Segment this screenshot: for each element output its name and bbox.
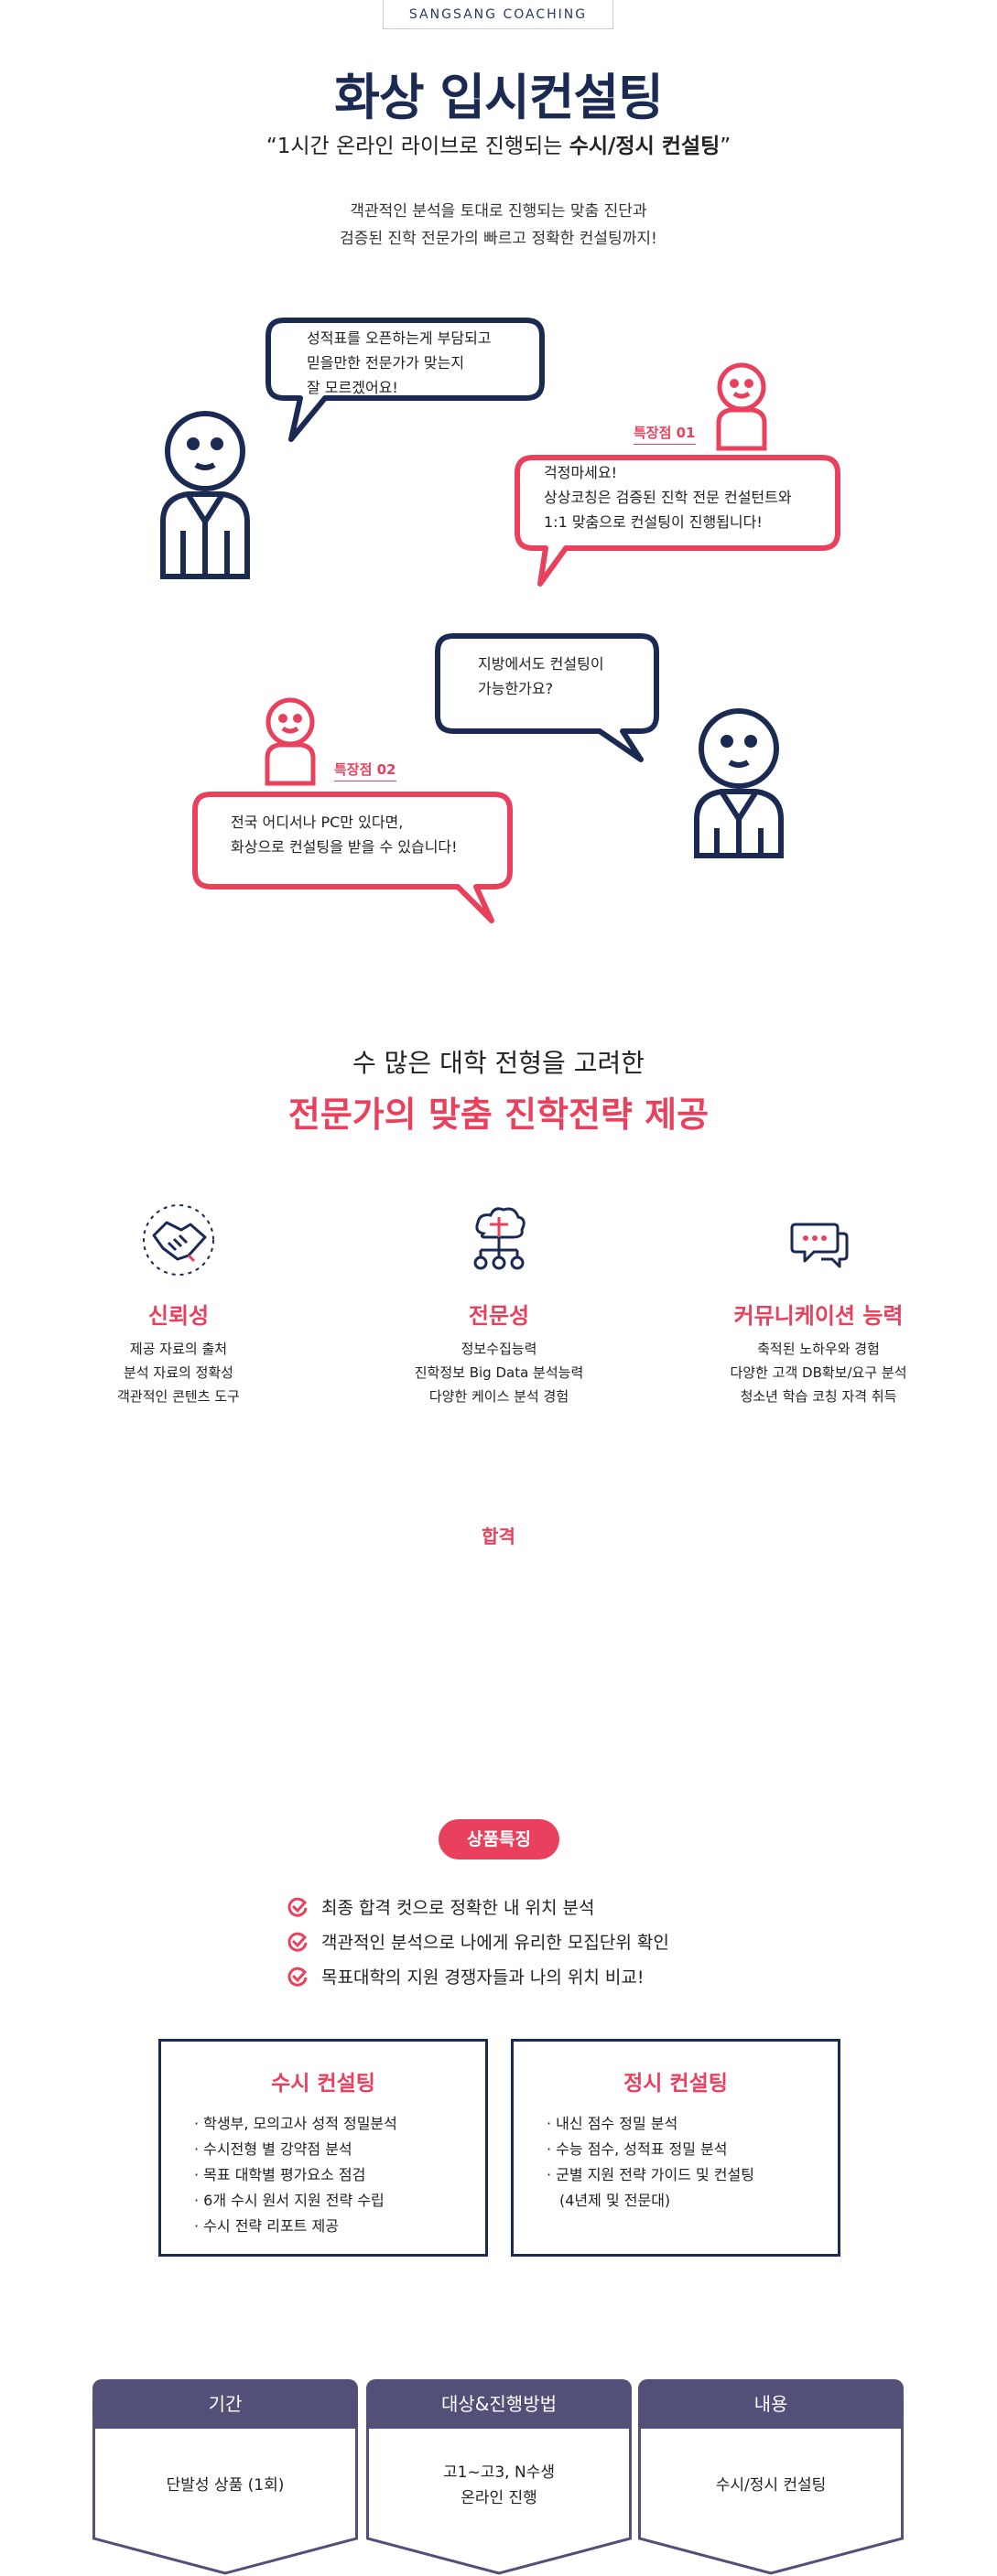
box-item: 수시전형 별 강약점 분석: [194, 2137, 452, 2162]
info-card-body: 고1~고3, N수생 온라인 진행: [366, 2460, 632, 2511]
box-list: 학생부, 모의고사 성적 정밀분석 수시전형 별 강약점 분석 목표 대학별 평…: [194, 2111, 452, 2239]
bubble-line: 걱정마세요!: [544, 464, 618, 481]
bubble-line: 화상으로 컨설팅을 받을 수 있습니다!: [231, 838, 458, 856]
bubble-line: 성적표를 오픈하는게 부담되고: [307, 329, 492, 347]
person-navy-icon-2: [694, 708, 784, 858]
speech-bubble-q2: [435, 633, 659, 762]
section-subtitle: 수 많은 대학 전형을 고려한: [352, 1048, 645, 1078]
intro-text: 객관적인 분석을 토대로 진행되는 맞춤 진단과 검증된 진학 전문가의 빠르고…: [0, 198, 997, 253]
feature-line: 정보수집능력: [461, 1341, 537, 1357]
feature-line: 객관적인 콘텐츠 도구: [117, 1388, 240, 1405]
person-navy-icon-1: [160, 411, 250, 579]
feature-name: 신뢰성: [147, 1303, 210, 1329]
person-red-icon-1: [716, 362, 767, 451]
check-circle-icon: [287, 1967, 308, 1987]
feature-line: 청소년 학습 코칭 자격 취득: [740, 1388, 897, 1405]
handshake-icon: [143, 1204, 214, 1276]
check-item: 최종 합격 컷으로 정확한 내 위치 분석: [287, 1894, 594, 1919]
pass-label: 합격: [482, 1525, 515, 1547]
info-card-period: 기간 단발성 상품 (1회): [92, 2379, 358, 2575]
box-item: 수능 점수, 성적표 정밀 분석: [547, 2137, 805, 2162]
section-title: 전문가의 맞춤 진학전략 제공: [287, 1094, 710, 1135]
box-title: 정시 컨설팅: [623, 2072, 728, 2096]
jeongsi-consulting-box: 정시 컨설팅 내신 점수 정밀 분석 수능 점수, 성적표 정밀 분석 군별 지…: [511, 2039, 840, 2257]
feature-desc: 제공 자료의 출처 분석 자료의 정확성 객관적인 콘텐츠 도구: [50, 1337, 307, 1408]
subtitle-quote: ”: [720, 135, 731, 158]
feature-communication: 커뮤니케이션 능력 축적된 노하우와 경험 다양한 고객 DB확보/요구 분석 …: [690, 1199, 947, 1408]
bubble-line: 믿을만한 전문가가 맞는지: [307, 354, 465, 372]
check-text: 목표대학의 지원 경쟁자들과 나의 위치 비교!: [321, 1967, 645, 1988]
bubble-q1-text: 성적표를 오픈하는게 부담되고 믿을만한 전문가가 맞는지 잘 모르겠어요!: [307, 326, 492, 400]
info-line: 단발성 상품 (1회): [166, 2476, 285, 2495]
bubble-line: 지방에서도 컨설팅이: [478, 655, 604, 673]
info-card-shape: [366, 2429, 632, 2575]
info-card-content: 내용 수시/정시 컨설팅: [638, 2379, 904, 2575]
info-card-shape: [638, 2429, 904, 2575]
box-item: 수시 전략 리포트 제공: [194, 2214, 452, 2239]
person-red-icon-2: [265, 697, 316, 786]
check-text: 객관적인 분석으로 나에게 유리한 모집단위 확인: [321, 1933, 669, 1953]
feature-label-02: 특장점 02: [334, 760, 396, 781]
subtitle-text: “1시간 온라인 라이브로 진행되는: [266, 135, 569, 158]
intro-line: 객관적인 분석을 토대로 진행되는 맞춤 진단과: [350, 202, 647, 221]
feature-line: 진학정보 Big Data 분석능력: [414, 1364, 584, 1381]
chat-icon: [790, 1223, 849, 1268]
bubble-line: 잘 모르겠어요!: [307, 379, 398, 396]
check-circle-icon: [287, 1932, 308, 1952]
bubble-line: 1:1 맞춤으로 컨설팅이 진행됩니다!: [544, 513, 763, 531]
box-list: 내신 점수 정밀 분석 수능 점수, 성적표 정밀 분석 군별 지원 전략 가이…: [547, 2111, 805, 2214]
feature-line: 다양한 고객 DB확보/요구 분석: [730, 1364, 907, 1381]
subtitle-bold: 수시/정시 컨설팅: [569, 135, 721, 158]
brand-tag: SANGSANG COACHING: [383, 0, 613, 29]
box-item: 목표 대학별 평가요소 점검: [194, 2162, 452, 2188]
check-circle-icon: [287, 1897, 308, 1917]
info-line: 온라인 진행: [461, 2489, 537, 2507]
dialog-illustration: [160, 318, 840, 923]
box-title: 수시 컨설팅: [271, 2072, 375, 2096]
bubble-a2-text: 전국 어디서나 PC만 있다면, 화상으로 컨설팅을 받을 수 있습니다!: [231, 810, 458, 859]
intro-line: 검증된 진학 전문가의 빠르고 정확한 컨설팅까지!: [340, 230, 657, 248]
info-card-body: 수시/정시 컨설팅: [638, 2473, 904, 2498]
page-title: 화상 입시컨설팅: [334, 69, 664, 126]
bubble-line: 상상코칭은 검증된 진학 전문 컨설턴트와: [544, 489, 792, 506]
feature-expertise: 전문성 정보수집능력 진학정보 Big Data 분석능력 다양한 케이스 분석…: [371, 1199, 627, 1408]
feature-label-01: 특장점 01: [634, 423, 696, 445]
box-item: 학생부, 모의고사 성적 정밀분석: [194, 2111, 452, 2137]
check-text: 최종 합격 컷으로 정확한 내 위치 분석: [321, 1898, 595, 1918]
feature-line: 분석 자료의 정확성: [124, 1364, 233, 1381]
susi-consulting-box: 수시 컨설팅 학생부, 모의고사 성적 정밀분석 수시전형 별 강약점 분석 목…: [158, 2039, 488, 2257]
bubble-a1-text: 걱정마세요! 상상코칭은 검증된 진학 전문 컨설턴트와 1:1 맞춤으로 컨설…: [544, 460, 792, 534]
feature-name: 전문성: [468, 1303, 530, 1329]
info-card-header: 대상&진행방법: [366, 2379, 632, 2429]
box-item-note: (4년제 및 전문대): [559, 2192, 671, 2209]
feature-desc: 정보수집능력 진학정보 Big Data 분석능력 다양한 케이스 분석 경험: [371, 1337, 627, 1408]
bubble-line: 전국 어디서나 PC만 있다면,: [231, 814, 404, 831]
info-card-header: 기간: [92, 2379, 358, 2429]
feature-line: 다양한 케이스 분석 경험: [428, 1388, 569, 1405]
bubble-line: 가능한가요?: [478, 680, 554, 697]
speech-bubble-q1: [266, 318, 545, 442]
product-features-pill: 상품특징: [439, 1819, 559, 1859]
feature-line: 제공 자료의 출처: [129, 1341, 228, 1357]
feature-line: 축적된 노하우와 경험: [757, 1341, 880, 1357]
feature-name: 커뮤니케이션 능력: [733, 1303, 904, 1329]
brain-network-icon: [473, 1207, 526, 1270]
info-card-header: 내용: [638, 2379, 904, 2429]
speech-bubble-a2: [192, 792, 513, 923]
bubble-q2-text: 지방에서도 컨설팅이 가능한가요?: [478, 652, 604, 701]
box-item: 6개 수시 원서 지원 전략 수립: [194, 2188, 452, 2214]
check-item: 목표대학의 지원 경쟁자들과 나의 위치 비교!: [287, 1964, 644, 1989]
page-subtitle: “1시간 온라인 라이브로 진행되는 수시/정시 컨설팅”: [0, 128, 997, 159]
info-line: 수시/정시 컨설팅: [715, 2476, 827, 2495]
speech-bubble-a1: [515, 455, 840, 587]
info-line: 고1~고3, N수생: [443, 2463, 555, 2482]
box-item: 군별 지원 전략 가이드 및 컨설팅: [547, 2162, 805, 2188]
info-card-body: 단발성 상품 (1회): [92, 2473, 358, 2498]
feature-trust: 신뢰성 제공 자료의 출처 분석 자료의 정확성 객관적인 콘텐츠 도구: [50, 1199, 307, 1408]
info-card-shape: [92, 2429, 358, 2575]
info-card-target: 대상&진행방법 고1~고3, N수생 온라인 진행: [366, 2379, 632, 2575]
box-item: 내신 점수 정밀 분석: [547, 2111, 805, 2137]
feature-desc: 축적된 노하우와 경험 다양한 고객 DB확보/요구 분석 청소년 학습 코칭 …: [690, 1337, 947, 1408]
check-item: 객관적인 분석으로 나에게 유리한 모집단위 확인: [287, 1929, 669, 1954]
